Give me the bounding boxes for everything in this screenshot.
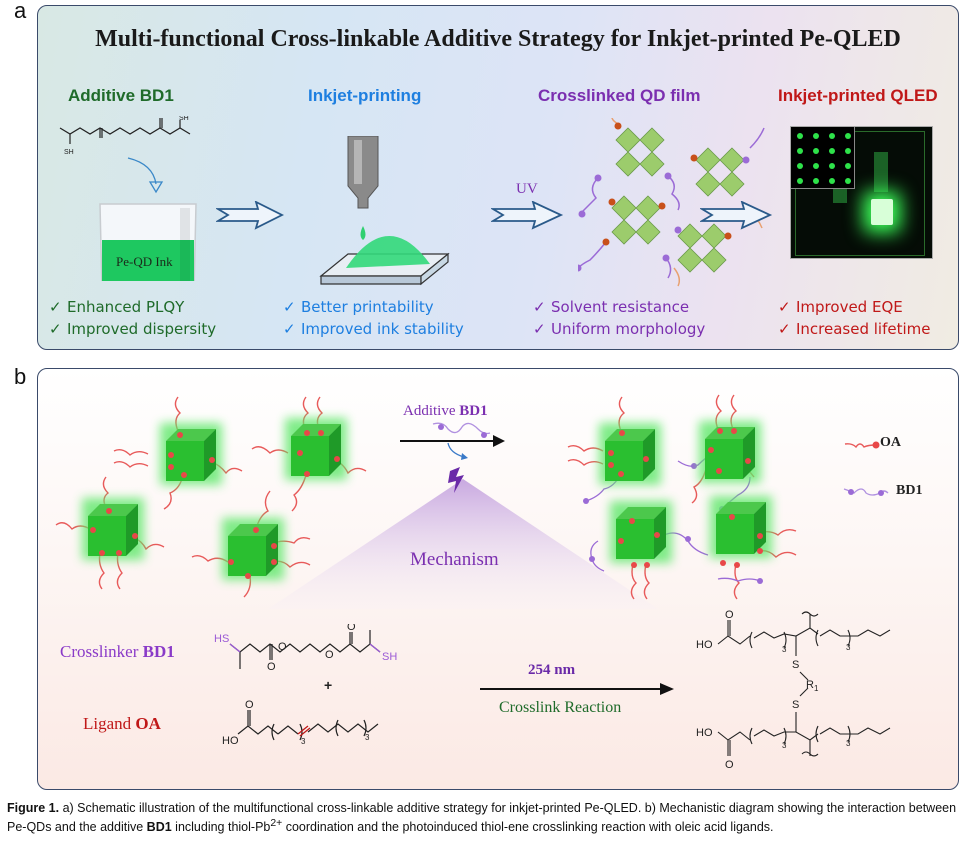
bullet-item: ✓Increased lifetime [778, 320, 931, 338]
figure-label: Figure 1. [7, 801, 60, 815]
ho-label: HO [696, 639, 713, 651]
ligand-label: Ligand OA [83, 714, 161, 733]
uv-label: UV [516, 181, 538, 197]
bd1-beaker-illustration: SH SH Pe-QD Ink [59, 116, 197, 281]
bullets-additive: ✓Enhanced PLQY ✓Improved dispersity [49, 296, 216, 340]
reactants-structures: HS SH O O O O + HO O 3 3 [214, 624, 397, 747]
check-icon: ✓ [778, 320, 791, 338]
subscript-3: 3 [846, 643, 851, 652]
check-icon: ✓ [283, 320, 296, 338]
bullets-crosslinked: ✓Solvent resistance ✓Uniform morphology [533, 296, 705, 340]
pixel-array-icon [797, 133, 851, 184]
step-title-additive: Additive BD1 [68, 86, 174, 105]
ink-droplet-icon [360, 226, 366, 240]
bullet-item: ✓Solvent resistance [533, 298, 690, 316]
bd1-small-icon [432, 422, 491, 435]
panel-b: Mechanism [37, 368, 959, 790]
subscript-3: 3 [782, 741, 787, 750]
pixel-array-inset [791, 127, 855, 189]
crosslink-reaction-label: Crosslink Reaction [499, 699, 622, 716]
bullet-item: ✓Uniform morphology [533, 320, 706, 338]
bullet-item: ✓Enhanced PLQY [49, 298, 185, 316]
quantum-dots-illustration [55, 394, 889, 600]
beaker-label: Pe-QD Ink [116, 254, 173, 269]
o-label: O [267, 661, 276, 673]
check-icon: ✓ [533, 320, 546, 338]
o-label: O [725, 609, 734, 621]
ho-label: HO [696, 727, 713, 739]
oa-anchor-dots [90, 430, 340, 579]
product-structure-icon: HO O S R1 S HO O 3 3 3 3 [696, 609, 891, 771]
nozzle-icon [347, 136, 379, 209]
s-label: S [792, 659, 799, 671]
o-label: O [347, 624, 356, 633]
sh-label-left: SH [64, 149, 74, 156]
step-title-crosslinked: Crosslinked QD film [538, 86, 701, 105]
sh-label-right: SH [179, 116, 189, 122]
sh-label: SH [382, 651, 397, 663]
figure-caption: Figure 1. a) Schematic illustration of t… [7, 801, 957, 835]
hs-label: HS [214, 633, 229, 645]
subscript-3: 3 [846, 739, 851, 748]
panel-a-title: Multi-functional Cross-linkable Additive… [95, 26, 901, 52]
beaker-icon [99, 203, 197, 281]
inkjet-illustration [319, 136, 450, 286]
check-icon: ✓ [533, 298, 546, 316]
bd1-molecule-icon [59, 118, 191, 144]
ho-label: HO [222, 735, 239, 747]
check-icon: ✓ [778, 298, 791, 316]
panel-a: Multi-functional Cross-linkable Additive… [37, 5, 959, 350]
panel-b-letter: b [14, 364, 27, 389]
o-label: O [245, 699, 254, 711]
check-icon: ✓ [49, 320, 62, 338]
process-arrow-2-icon [491, 201, 564, 230]
step-title-inkjet: Inkjet-printing [308, 86, 422, 105]
panel-a-letter: a [14, 0, 27, 23]
mechanism-label: Mechanism [410, 549, 499, 570]
oa-legend-icon [844, 443, 877, 449]
crosslinked-film-illustration [578, 118, 765, 287]
o-label: O [325, 649, 334, 661]
process-arrow-3-icon [700, 201, 773, 230]
additive-bd1-label: Additive BD1 [403, 403, 488, 419]
legend-bd1-label: BD1 [896, 483, 923, 498]
check-icon: ✓ [49, 298, 62, 316]
ink-dome-icon [346, 235, 430, 268]
subscript-3: 3 [365, 733, 370, 742]
process-arrow-1-icon [216, 201, 285, 230]
oa-structure-icon [237, 710, 379, 741]
bd1-structure-icon [229, 630, 381, 669]
emitting-pixel-icon [871, 199, 893, 225]
curved-arrow-icon [127, 157, 157, 185]
r1-label: R1 [806, 679, 819, 693]
bullets-qled: ✓Improved EQE ✓Increased lifetime [778, 296, 931, 340]
step-title-qled: Inkjet-printed QLED [778, 86, 938, 105]
bullet-item: ✓Better printability [283, 298, 434, 316]
bullet-item: ✓Improved ink stability [283, 320, 464, 338]
mechanism-triangle [268, 479, 658, 609]
o-label: O [278, 641, 287, 653]
qled-device-photo [790, 126, 933, 259]
blue-curved-arrow-icon [447, 442, 465, 458]
ligand-ends-icon [578, 122, 750, 272]
crosslinker-label: Crosslinker BD1 [60, 642, 175, 661]
bullets-inkjet: ✓Better printability ✓Improved ink stabi… [283, 296, 464, 340]
check-icon: ✓ [283, 298, 296, 316]
s-label: S [792, 699, 799, 711]
bullet-item: ✓Improved EQE [778, 298, 903, 316]
subscript-3: 3 [782, 645, 787, 654]
perovskite-octahedra-icon [611, 127, 745, 273]
lightning-icon [448, 467, 464, 493]
arrowhead-icon [148, 181, 164, 194]
bullet-item: ✓Improved dispersity [49, 320, 217, 338]
wavelength-label: 254 nm [528, 662, 576, 678]
legend-oa-label: OA [880, 435, 901, 450]
plus-sign: + [324, 677, 332, 693]
o-label: O [725, 759, 734, 771]
crosslink-arrow-icon [480, 683, 674, 695]
subscript-3: 3 [301, 737, 306, 746]
